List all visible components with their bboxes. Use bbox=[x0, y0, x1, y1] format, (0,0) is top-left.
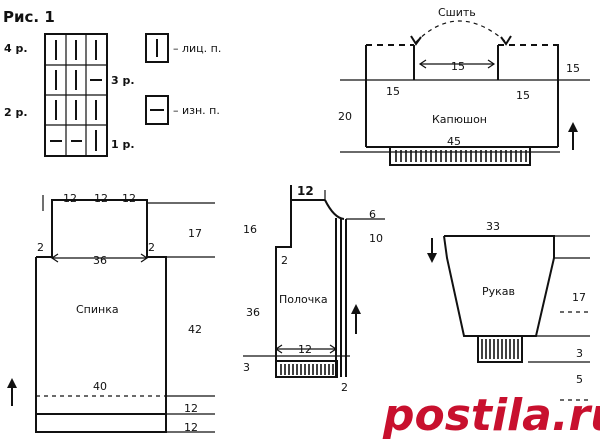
hood-dim-15-center bbox=[418, 59, 496, 69]
sleeve-dim-cuff1: 3 bbox=[576, 347, 583, 360]
hood-dim-height: 20 bbox=[338, 110, 352, 123]
hood-shape bbox=[340, 44, 590, 166]
stitch-chart bbox=[44, 33, 108, 157]
sleeve-dim-height: 17 bbox=[572, 291, 586, 304]
sleeve-dim-cuff2: 5 bbox=[576, 373, 583, 386]
hood-dim-width: 45 bbox=[447, 135, 461, 148]
sleeve-cuff-rib bbox=[481, 339, 519, 359]
back-dim-bind-right: 2 bbox=[148, 241, 155, 254]
front-dim-side: 36 bbox=[246, 306, 260, 319]
back-dim-hem2: 12 bbox=[184, 421, 198, 434]
watermark-logo: postila.ru bbox=[382, 390, 600, 441]
hood-dim-gap: 15 bbox=[451, 60, 465, 73]
hood-sew-arc bbox=[410, 20, 512, 46]
front-dim-armhole: 16 bbox=[243, 223, 257, 236]
back-shape bbox=[35, 195, 215, 433]
sleeve-shape bbox=[443, 235, 590, 401]
back-dim-36 bbox=[50, 253, 149, 263]
back-dim-bind-left: 2 bbox=[37, 241, 44, 254]
row-label-4: 4 р. bbox=[4, 42, 28, 55]
front-shape bbox=[243, 185, 385, 378]
back-dim-armhole: 17 bbox=[188, 227, 202, 240]
front-dim-neck-depth: 6 bbox=[369, 208, 376, 221]
legend-purl-label: – изн. п. bbox=[173, 104, 220, 117]
back-label: Спинка bbox=[76, 303, 119, 316]
back-dim-shoulder-right: 12 bbox=[122, 192, 136, 205]
back-dim-hem1: 12 bbox=[184, 402, 198, 415]
hood-sew-label: Сшить bbox=[438, 6, 476, 19]
legend-knit-label: – лиц. п. bbox=[173, 42, 221, 55]
back-dim-width-top: 36 bbox=[93, 254, 107, 267]
hood-label: Капюшон bbox=[432, 113, 487, 126]
hood-dim-shoulder-right: 15 bbox=[516, 89, 530, 102]
row-label-2: 2 р. bbox=[4, 106, 28, 119]
back-dim-neck: 12 bbox=[94, 192, 108, 205]
legend-knit-symbol bbox=[145, 33, 169, 63]
row-label-3: 3 р. bbox=[111, 74, 135, 87]
front-dim-12 bbox=[274, 344, 338, 354]
front-label: Полочка bbox=[279, 293, 328, 306]
back-up-arrow bbox=[7, 378, 17, 406]
figure-title: Рис. 1 bbox=[3, 8, 55, 26]
front-up-arrow bbox=[351, 304, 361, 334]
hood-dim-shoulder-left: 15 bbox=[386, 85, 400, 98]
front-dim-bind: 2 bbox=[281, 254, 288, 267]
back-dim-width-bottom: 40 bbox=[93, 380, 107, 393]
sleeve-down-arrow bbox=[427, 238, 437, 263]
sleeve-dim-top: 33 bbox=[486, 220, 500, 233]
front-rib-band bbox=[280, 364, 334, 375]
back-dim-side: 42 bbox=[188, 323, 202, 336]
front-dim-width: 12 bbox=[298, 343, 312, 356]
front-dim-rib: 3 bbox=[243, 361, 250, 374]
row-label-1: 1 р. bbox=[111, 138, 135, 151]
sleeve-label: Рукав bbox=[482, 285, 515, 298]
front-dim-shoulder: 12 bbox=[297, 184, 314, 198]
front-dim-band: 2 bbox=[341, 381, 348, 394]
legend-purl-symbol bbox=[145, 95, 169, 125]
front-dim-neck-band: 10 bbox=[369, 232, 383, 245]
hood-up-arrow bbox=[568, 122, 578, 150]
hood-dim-top-right: 15 bbox=[566, 62, 580, 75]
back-dim-shoulder-left: 12 bbox=[63, 192, 77, 205]
